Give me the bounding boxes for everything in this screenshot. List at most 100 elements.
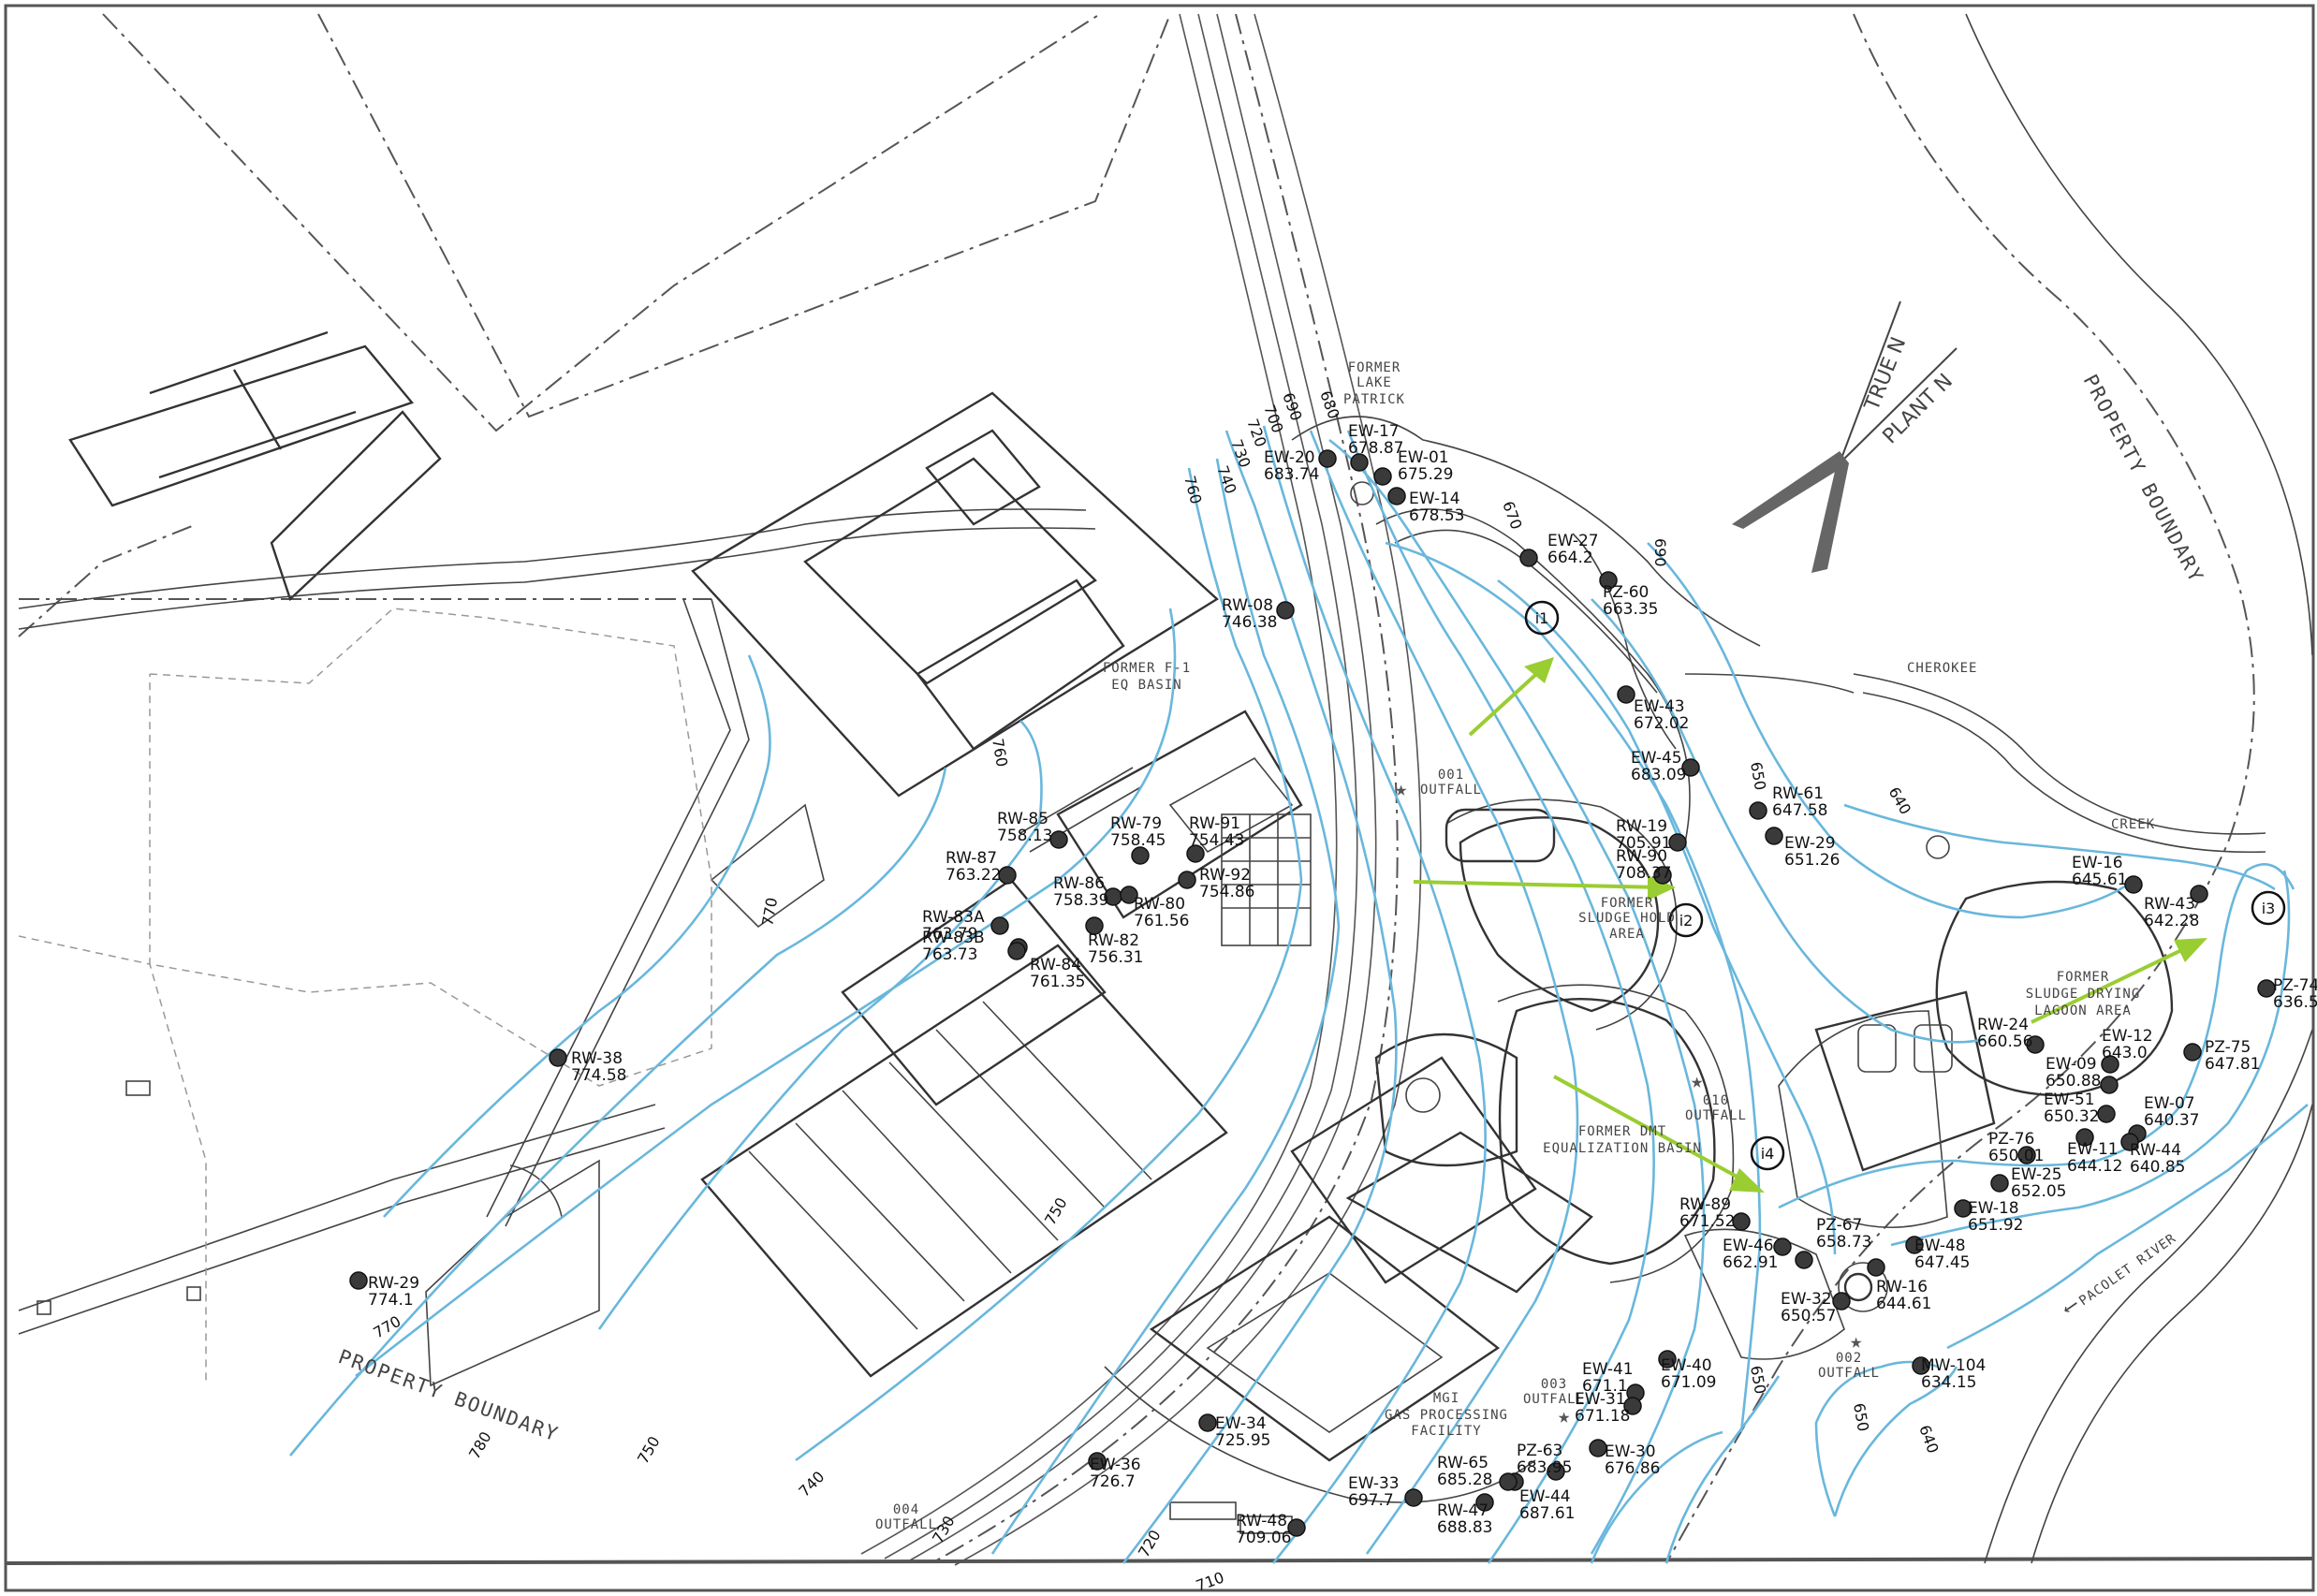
well-marker-icon (1905, 1236, 1924, 1254)
well-level-label: 683.95 (1517, 1458, 1572, 1477)
well-marker-icon (2097, 1105, 2116, 1123)
area-label-mgi: FACILITY (1411, 1424, 1481, 1439)
well-marker-icon (1547, 1462, 1565, 1481)
well-marker-icon (1276, 601, 1295, 620)
groundwater-contours (288, 425, 2309, 1564)
well-id-label: RW-82 (1088, 931, 1139, 950)
well-id-label: EW-45 (1631, 749, 1682, 768)
outfall-star-icon: ★ (1691, 1070, 1703, 1093)
contour-label: 720 (1135, 1527, 1165, 1560)
well-id-label: RW-90 (1616, 847, 1667, 866)
well-level-label: 660.56 (1977, 1032, 2032, 1051)
well-marker-icon (1088, 1452, 1107, 1471)
well-marker-icon (2101, 1055, 2119, 1074)
well-id-label: PZ-74 (2273, 976, 2317, 995)
well-marker-icon (1007, 942, 1026, 960)
outfall-star-icon: ★ (1850, 1330, 1862, 1354)
contour-label: 680 (1316, 388, 1342, 421)
well-level-label: 671.09 (1661, 1373, 1716, 1392)
well-id-label: EW-25 (2011, 1165, 2062, 1184)
well-marker-icon (1681, 758, 1700, 777)
contour-label: 690 (1651, 538, 1669, 567)
well-level-label: 650.57 (1781, 1307, 1836, 1325)
well-id-label: RW-38 (571, 1049, 623, 1068)
outfalls: ★ 001 OUTFALL ★ 010 OUTFALL ★ 002 OUTFAL… (875, 768, 1880, 1532)
well-level-label: 688.83 (1437, 1518, 1492, 1537)
well-marker-icon (349, 1271, 368, 1290)
well-id-label: EW-43 (1634, 697, 1685, 716)
well-level-label: 705.91 (1616, 834, 1671, 853)
well-id-label: RW-83A (922, 908, 985, 927)
outfall-label-003: 003 (1541, 1377, 1567, 1392)
well-id-label: EW-51 (2044, 1091, 2095, 1109)
well-level-label: 685.28 (1437, 1471, 1492, 1489)
well-level-label: 642.28 (2144, 912, 2199, 930)
well-marker-icon (2100, 1076, 2119, 1094)
well-id-label: RW-61 (1772, 784, 1824, 803)
area-labels: FORMER LAKE PATRICK FORMER F-1 EQ BASIN … (1103, 360, 2141, 1439)
well-id-label: RW-44 (2130, 1141, 2181, 1160)
area-label-sludge-drying: FORMER (2057, 970, 2110, 985)
well-id-label: MW-104 (1921, 1356, 1986, 1375)
area-label-sludge-drying: SLUDGE DRYING (2026, 987, 2141, 1002)
outfall-label-002: OUTFALL (1818, 1366, 1880, 1381)
true-north-label: TRUE N (1860, 334, 1911, 415)
flow-arrows (1413, 657, 2207, 1193)
well-level-label: 754.43 (1189, 831, 1244, 850)
well-id-label: EW-20 (1264, 448, 1315, 467)
well-level-label: 675.29 (1398, 465, 1453, 484)
well-marker-icon (1519, 549, 1538, 567)
well-level-label: 678.87 (1348, 439, 1403, 458)
well-id-label: EW-11 (2067, 1140, 2119, 1159)
well-marker-icon (1623, 1397, 1642, 1415)
well-level-label: 708.37 (1616, 864, 1671, 883)
well-id-label: EW-17 (1348, 422, 1400, 441)
well-marker-icon (1912, 1356, 1930, 1375)
well-level-label: 640.85 (2130, 1158, 2185, 1177)
flow-marker-2: i2 (1679, 912, 1694, 930)
well-id-label: PZ-76 (1988, 1130, 2034, 1149)
well-level-label: 697.7 (1348, 1491, 1394, 1510)
area-label-f1-basin: EQ BASIN (1111, 678, 1181, 693)
well-marker-icon (1795, 1251, 1813, 1269)
well-id-label: EW-32 (1781, 1290, 1832, 1309)
well-level-label: 647.58 (1772, 801, 1827, 820)
well-id-label: EW-44 (1519, 1487, 1571, 1506)
well-marker-icon (1475, 1493, 1494, 1512)
contour-label: 650 (1747, 760, 1769, 791)
well-id-label: EW-18 (1968, 1199, 2019, 1218)
well-id-label: EW-46 (1723, 1237, 1774, 1255)
well-id-label: RW-79 (1110, 814, 1162, 833)
well-level-label: 651.92 (1968, 1216, 2023, 1235)
flow-marker-3: i3 (2262, 900, 2276, 917)
well-marker-icon (1867, 1258, 1885, 1277)
cherokee-label: CHEROKEE (1907, 661, 1977, 676)
area-label-sludge-hold: SLUDGE HOLD (1578, 911, 1676, 926)
outfall-label-010: 010 (1703, 1093, 1729, 1108)
monitoring-wells: EW-17678.87EW-01675.29EW-20683.74EW-1467… (349, 422, 2317, 1547)
well-level-label: 683.09 (1631, 766, 1686, 784)
area-label-mgi: MGI (1433, 1391, 1459, 1406)
well-level-label: 676.86 (1605, 1459, 1660, 1478)
well-id-label: RW-80 (1134, 895, 1185, 914)
well-marker-icon (1049, 830, 1068, 849)
well-id-label: RW-29 (368, 1274, 419, 1293)
well-id-label: EW-41 (1582, 1360, 1634, 1379)
well-marker-icon (1499, 1472, 1518, 1491)
well-marker-icon (2120, 1133, 2139, 1151)
contour-label: 770 (371, 1312, 404, 1342)
contour-label: 650 (1747, 1364, 1769, 1395)
well-id-label: EW-09 (2046, 1055, 2097, 1074)
well-level-label: 645.61 (2072, 871, 2127, 889)
well-marker-icon (1749, 801, 1767, 820)
area-label-lake-patrick: FORMER (1348, 360, 1401, 375)
flow-markers: i1 i2 i3 i4 (1524, 600, 2286, 1171)
well-id-label: RW-85 (997, 810, 1049, 828)
well-level-label: 754.86 (1199, 883, 1254, 901)
contour-label: 760 (989, 737, 1011, 768)
outfall-label-004: OUTFALL (875, 1517, 937, 1532)
property-boundary-label: PROPERTY BOUNDARY (335, 1345, 562, 1446)
well-marker-icon (1599, 571, 1618, 590)
well-id-label: RW-87 (946, 849, 997, 868)
